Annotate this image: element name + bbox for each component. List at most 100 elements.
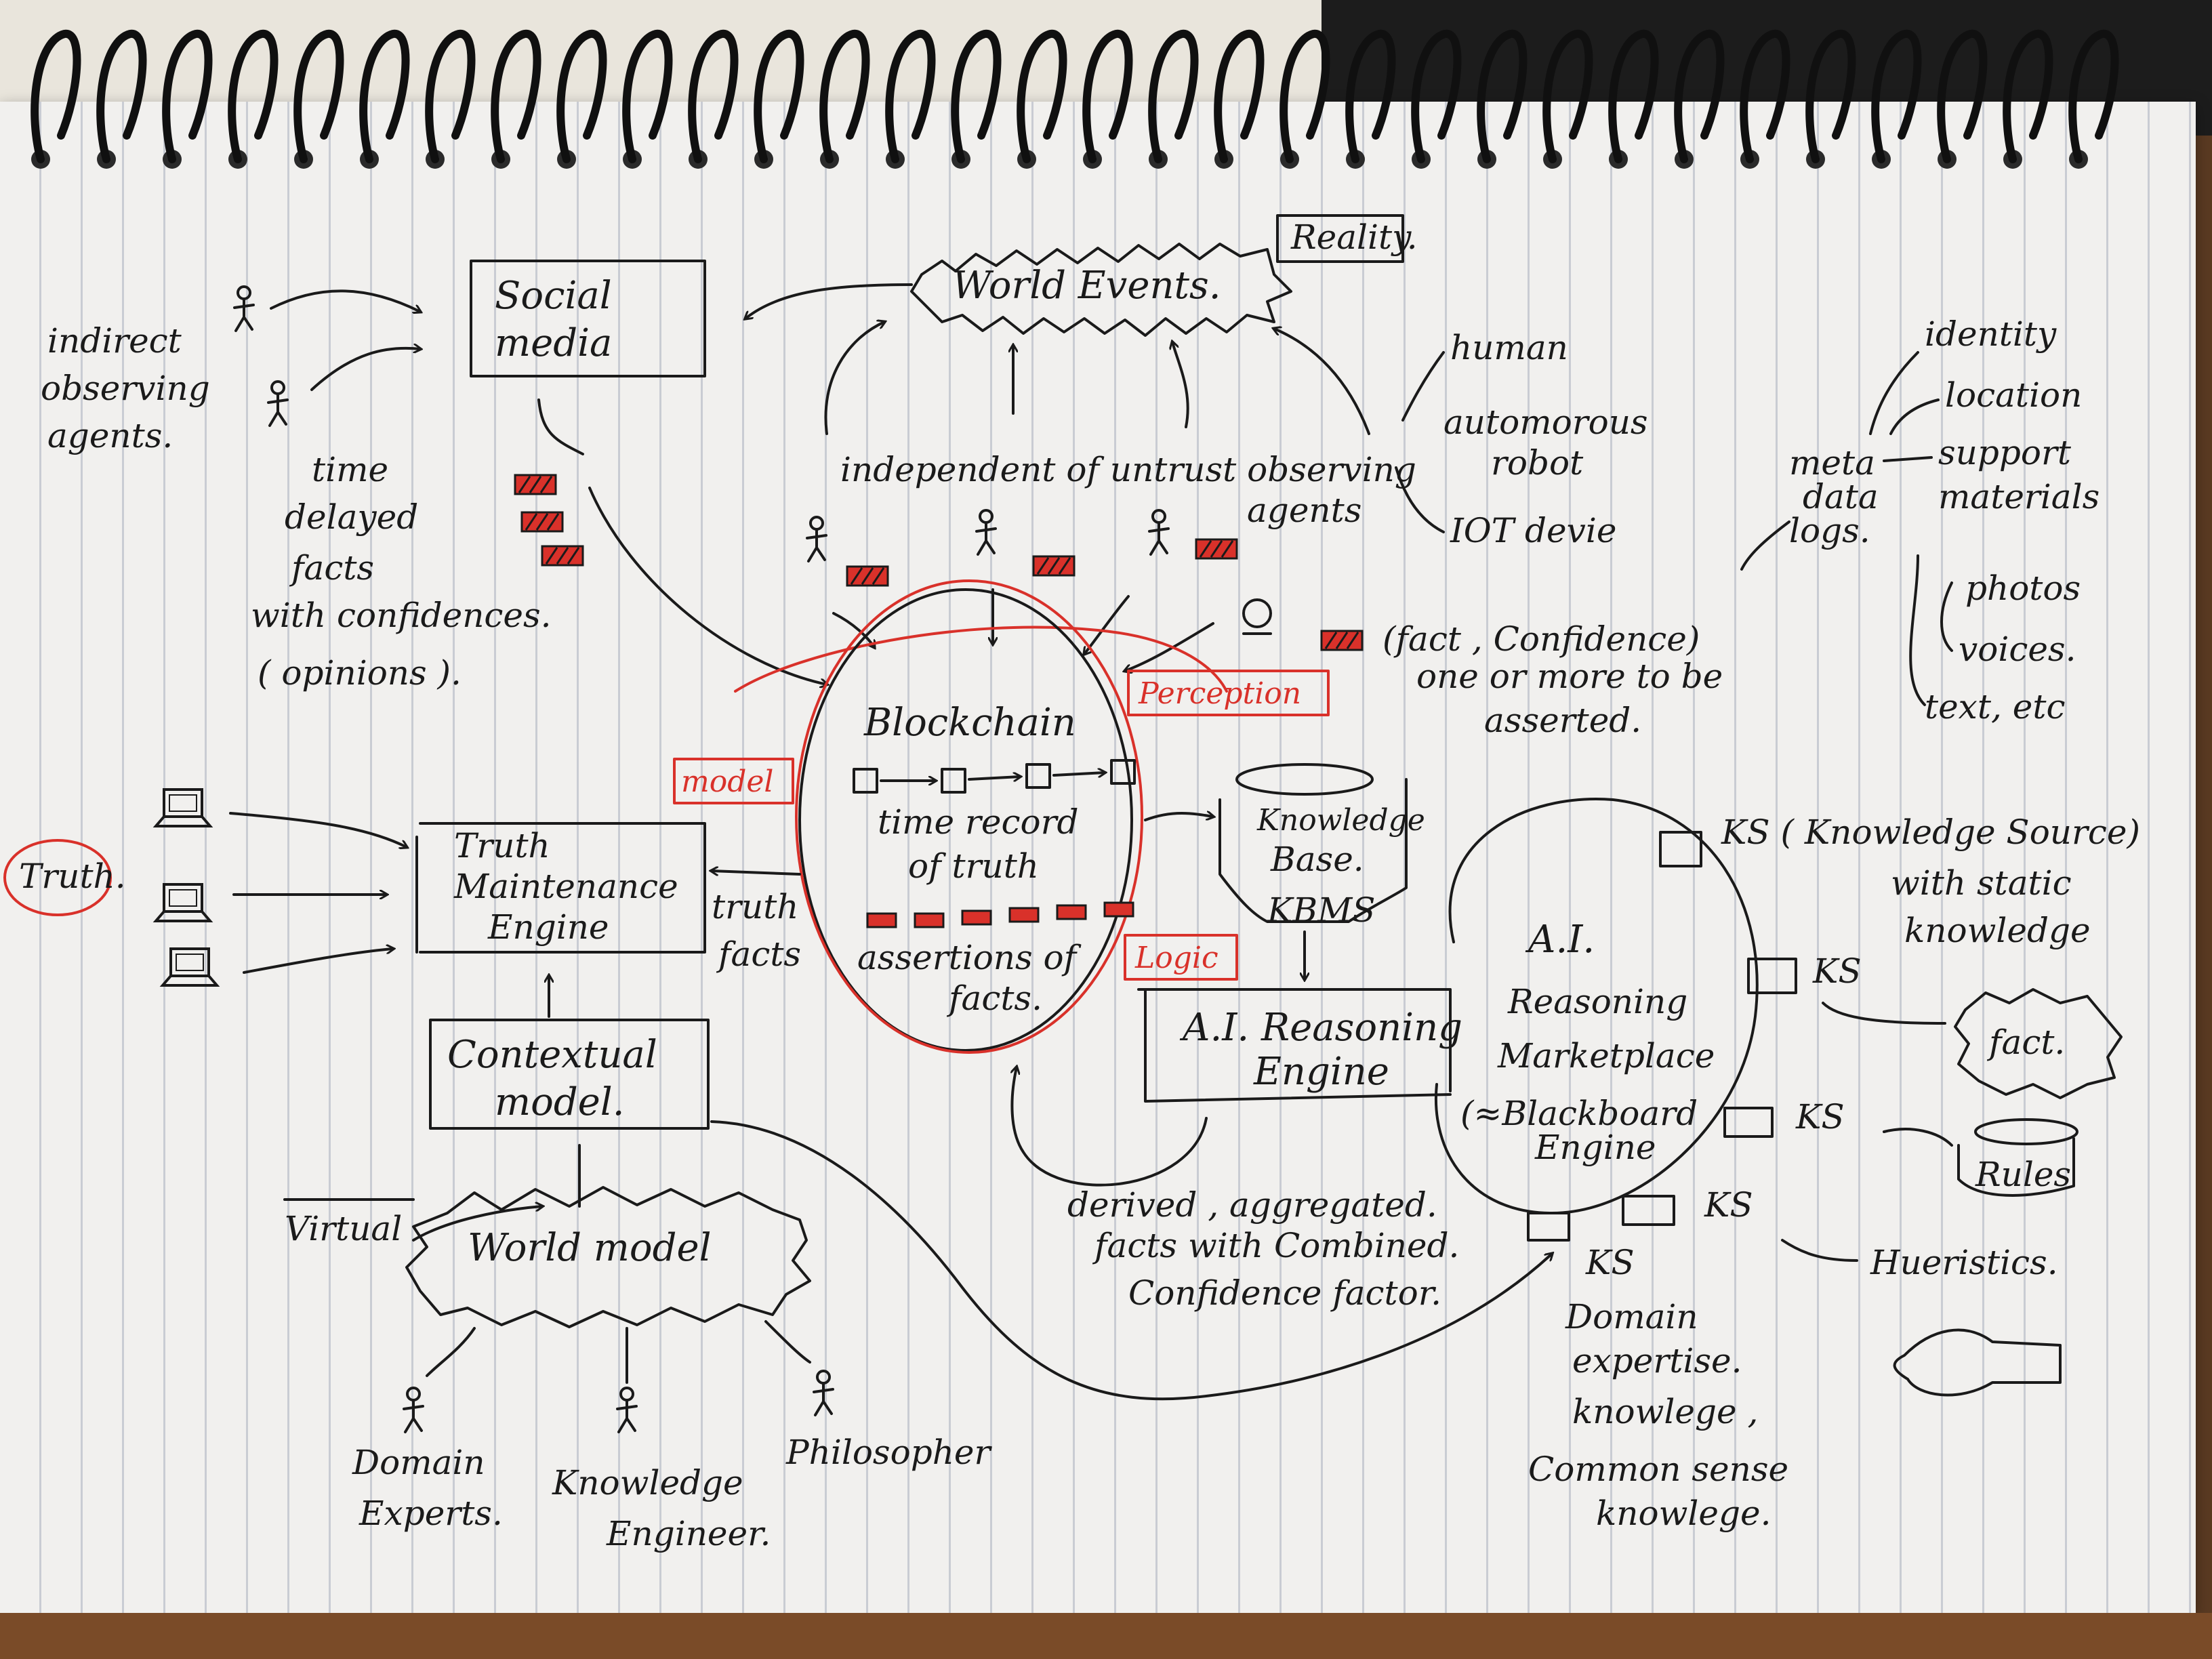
meta-support: support bbox=[1938, 433, 2072, 472]
laptop-icon bbox=[155, 883, 211, 922]
person-icon bbox=[267, 380, 289, 427]
domain-experts-line-2: Experts. bbox=[359, 1494, 503, 1533]
meta-data-line-2: data bbox=[1803, 477, 1879, 516]
meta-branch bbox=[1740, 520, 1790, 571]
domain-expertise-line-5: knowlege. bbox=[1596, 1494, 1771, 1533]
kb-top bbox=[1235, 763, 1374, 796]
person-icon bbox=[233, 285, 255, 332]
world-model-branch bbox=[764, 1320, 811, 1364]
meta-data-line-1: meta bbox=[1789, 443, 1875, 483]
ks-source-line-3: knowledge bbox=[1904, 911, 2091, 950]
spiral-coil-icon bbox=[688, 30, 739, 169]
agent-type-brace bbox=[1401, 351, 1445, 422]
marketplace-line-5: Engine bbox=[1534, 1128, 1656, 1167]
spiral-coil-icon bbox=[293, 30, 344, 169]
spiral-coil-icon bbox=[1148, 30, 1199, 169]
indirect-agents-line-1: indirect bbox=[47, 321, 182, 361]
person-icon bbox=[806, 516, 827, 562]
meta-branch bbox=[1889, 398, 1940, 435]
ks-box bbox=[1723, 1107, 1774, 1138]
arrow-blockchain-to-tme bbox=[712, 871, 801, 874]
tme-line-1: Truth bbox=[454, 826, 550, 865]
spiral-coil-icon bbox=[1937, 30, 1988, 169]
agent-type-iot: IOT devie bbox=[1450, 511, 1616, 550]
spiral-coil-icon bbox=[951, 30, 1002, 169]
ks-box bbox=[1747, 958, 1797, 994]
ks-label: KS bbox=[1585, 1243, 1635, 1282]
notebook-page bbox=[0, 102, 2196, 1613]
truth-facts-line-1: truth bbox=[712, 887, 799, 926]
meta-branch bbox=[1940, 581, 1953, 652]
contextual-model-line-2: model. bbox=[495, 1080, 625, 1124]
meta-branch bbox=[1883, 456, 1933, 462]
arrow-laptop-to-tme bbox=[243, 949, 393, 974]
spiral-coil-icon bbox=[491, 30, 541, 169]
fact-marker-icon bbox=[1320, 630, 1364, 651]
spiral-coil-icon bbox=[885, 30, 936, 169]
desk-surface bbox=[0, 1613, 2212, 1659]
fact-cloud bbox=[1954, 988, 2123, 1099]
meta-identity: identity bbox=[1925, 314, 2057, 354]
time-delayed-line-3: facts bbox=[289, 548, 374, 588]
indirect-agents-line-2: observing bbox=[41, 369, 210, 408]
arrow-laptop-to-tme bbox=[229, 812, 407, 847]
arrow-agents-to-events bbox=[824, 322, 884, 435]
fact-assertions-icon bbox=[866, 901, 1134, 928]
domain-expertise-line-3: knowlege , bbox=[1572, 1392, 1758, 1431]
truth-label: Truth. bbox=[19, 857, 126, 896]
laptop-icon bbox=[161, 947, 218, 987]
spiral-coil-icon bbox=[556, 30, 607, 169]
meta-text: text, etc bbox=[1925, 687, 2065, 726]
indirect-agents-line-3: agents. bbox=[47, 416, 173, 455]
rules-cylinder bbox=[1957, 1137, 2075, 1197]
virtual-label: Virtual bbox=[285, 1209, 402, 1248]
spiral-coil-icon bbox=[1805, 30, 1856, 169]
agent-type-autonomous: automorous bbox=[1443, 403, 1648, 442]
fact-confidence-line-3: asserted. bbox=[1484, 701, 1641, 740]
heuristics-label: Hueristics. bbox=[1870, 1243, 2058, 1282]
social-media-line-1: Social bbox=[495, 274, 612, 318]
agent-type-robot: robot bbox=[1491, 443, 1584, 483]
perception-arc bbox=[734, 626, 1228, 693]
knowledge-engineer-line-2: Engineer. bbox=[606, 1514, 771, 1553]
fact-confidence-line-2: one or more to be bbox=[1416, 657, 1723, 696]
derived-line-3: Confidence factor. bbox=[1128, 1273, 1441, 1313]
person-icon bbox=[403, 1387, 424, 1433]
arrow-events-to-social bbox=[745, 283, 913, 319]
blockchain-line-4: facts. bbox=[946, 979, 1042, 1018]
reasoning-engine-box bbox=[1137, 988, 1452, 1103]
blockchain-title: Blockchain bbox=[863, 701, 1076, 745]
truth-facts-line-2: facts bbox=[716, 935, 801, 974]
spiral-coil-icon bbox=[1740, 30, 1790, 169]
spiral-coil-icon bbox=[2068, 30, 2119, 169]
independent-agents-line-1: independent of untrust observing bbox=[840, 450, 1416, 489]
fact-marker-icon bbox=[520, 511, 564, 533]
contextual-model-line-1: Contextual bbox=[447, 1033, 657, 1077]
blockchain-line-1: time record bbox=[878, 802, 1078, 842]
spiral-coil-icon bbox=[1871, 30, 1922, 169]
ks-box bbox=[1527, 1212, 1570, 1242]
fact-marker-icon bbox=[1195, 538, 1238, 560]
time-delayed-line-2: delayed bbox=[285, 497, 418, 537]
kb-line-2: Base. bbox=[1270, 840, 1364, 879]
independent-agents-line-2: agents bbox=[1247, 491, 1361, 530]
kb-line-1: Knowledge bbox=[1256, 803, 1425, 838]
time-delayed-line-1: time bbox=[312, 450, 388, 489]
meta-voices: voices. bbox=[1959, 630, 2076, 669]
ks-box bbox=[1659, 831, 1702, 867]
spiral-coil-icon bbox=[1411, 30, 1462, 169]
spiral-coil-icon bbox=[425, 30, 476, 169]
rules-top bbox=[1974, 1118, 2078, 1145]
tme-box bbox=[415, 822, 706, 954]
model-tag-label: model bbox=[681, 764, 774, 799]
spiral-coil-icon bbox=[1674, 30, 1725, 169]
spiral-coil-icon bbox=[819, 30, 870, 169]
domain-expertise-line-4: Common sense bbox=[1528, 1450, 1788, 1489]
spiral-coil-icon bbox=[1477, 30, 1528, 169]
reality-box bbox=[1276, 214, 1404, 263]
contextual-model-box bbox=[429, 1019, 710, 1130]
social-media-box bbox=[470, 260, 706, 377]
perception-tag bbox=[1127, 670, 1330, 716]
arrow-agents-to-events bbox=[1274, 329, 1370, 435]
fact-confidence-line-1: (fact , Confidence) bbox=[1382, 619, 1700, 659]
